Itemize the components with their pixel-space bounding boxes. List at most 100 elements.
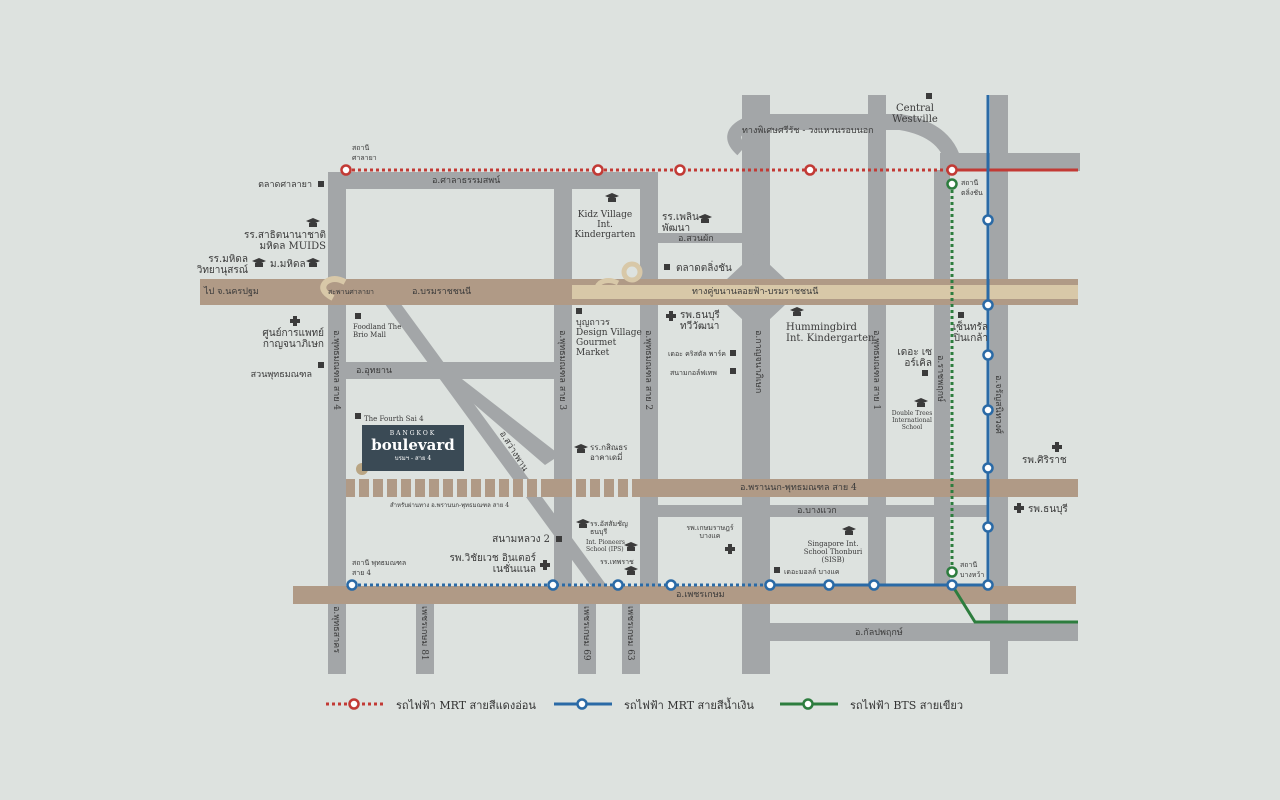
place-label: สนามกอล์ฟเทพ <box>670 369 717 377</box>
legend-label: รถไฟฟ้า BTS สายเขียว <box>850 699 964 712</box>
road-charan <box>990 95 1008 674</box>
mall-icon <box>355 313 361 319</box>
road-label: อ.อุทยาน <box>356 366 393 376</box>
road-label: ไป จ.นครปฐม <box>204 287 259 297</box>
mall-icon <box>922 370 928 376</box>
place-label: เซ็นทรัล ปิ่นเกล้า <box>952 322 988 344</box>
road-label: อ.สวนผัก <box>678 234 714 244</box>
golf-icon <box>730 368 736 374</box>
station-label: สถานี ตลิ่งชัน <box>961 179 983 197</box>
place-label: Foodland The Brio Mall <box>353 323 402 339</box>
hospital-icon <box>725 544 735 554</box>
place-label: Double Trees International School <box>891 410 933 431</box>
mall-icon <box>774 567 780 573</box>
road-label: เพชรเกษม 81 <box>419 606 429 661</box>
school-icon <box>306 218 320 228</box>
place-label: รร.เพลิน พัฒนา <box>662 212 699 234</box>
place-label: รร.อัสสัมชัญ ธนบุรี <box>590 520 628 536</box>
place-label: เดอะมอลล์ บางแค <box>784 568 840 576</box>
place-label: Central Westville <box>892 103 938 125</box>
place-label: Kidz Village Int. Kindergarten <box>574 210 636 240</box>
school-icon <box>790 307 804 317</box>
place-label: ศูนย์การแพทย์ กาญจนาภิเษก <box>262 328 324 350</box>
road-label: อ.บางแวก <box>797 506 837 516</box>
condo-icon <box>355 413 361 419</box>
legend-lines <box>326 698 838 710</box>
place-label: The Fourth Sai 4 <box>364 415 424 423</box>
school-icon <box>624 542 638 552</box>
place-label: Hummingbird Int. Kindergarten <box>786 322 875 344</box>
road-sala-thammasop <box>328 172 658 189</box>
market-icon <box>318 181 324 187</box>
road-kanlapaphruek <box>770 623 1078 641</box>
road-label: อ.พุทธมณฑล สาย 3 <box>557 330 567 411</box>
mall-icon <box>730 350 736 356</box>
road-label: อ.กาญจนาภิเษก <box>753 330 763 394</box>
road-label: อ.พุทธมณฑล สาย 2 <box>643 330 653 411</box>
road-label: อ.ราชพฤกษ์ <box>935 355 945 403</box>
brown-roads <box>200 261 1078 604</box>
road-ring-east <box>940 153 1080 171</box>
place-label: รร.สาธิตนานาชาติ มหิดล MUIDS <box>243 230 326 252</box>
road-label: ทางพิเศษศรีรัช - วงแหวนรอบนอก <box>742 126 874 136</box>
road-sammakon <box>658 233 743 243</box>
station-label: สถานี ศาลายา <box>352 144 377 162</box>
place-label: รร.กสิณธร อาคาเดมี่ <box>590 443 628 462</box>
place-label: เดอะ เซอร์เคิล <box>897 347 932 369</box>
logo-line1: BANGKOK <box>389 430 437 437</box>
park-icon <box>318 362 324 368</box>
road-label: อ.กัลปพฤกษ์ <box>855 628 903 638</box>
place-label: รพ.เกษมราษฎร์ บางแค <box>686 524 734 540</box>
place-label: Singapore Int. School Thonburi (SISB) <box>803 540 863 564</box>
market-icon <box>664 264 670 270</box>
place-label: รพ.ธนบุรี <box>1028 504 1068 515</box>
road-label: เพชรเกษม 69 <box>581 606 591 661</box>
road-phetkasem-63 <box>622 600 640 674</box>
school-icon <box>914 398 928 408</box>
station-label: สถานี บางหว้า <box>960 561 985 579</box>
road-phet-kasem <box>293 586 1076 604</box>
park-icon <box>556 536 562 542</box>
legend-label: รถไฟฟ้า MRT สายสีแดงอ่อน <box>396 699 536 712</box>
hospital-icon <box>666 311 676 321</box>
hospital-icon <box>1014 503 1024 513</box>
place-label: ม.มหิดล <box>270 259 306 270</box>
project-logo: BANGKOK boulevard บรมฯ - สาย 4 <box>362 425 464 471</box>
place-label: สำหรับผ่านทาง อ.พรานนก-พุทธมณฑล สาย 4 <box>390 502 510 509</box>
road-phutthamonthon-1 <box>868 95 886 595</box>
hospital-icon <box>540 560 550 570</box>
stations <box>340 164 994 591</box>
mall-icon <box>926 93 932 99</box>
place-label: สวนพุทธมณฑล <box>250 370 312 380</box>
place-label: รร.เทพราช <box>600 558 634 566</box>
road-label: เพชรเกษม 63 <box>625 606 635 661</box>
road-phetkasem-69 <box>578 600 596 674</box>
school-icon <box>605 193 619 203</box>
road-label: อ.พุทธสาคร <box>331 606 341 654</box>
boulevard-hatch <box>355 479 632 497</box>
logo-line2: boulevard <box>371 436 455 454</box>
road-label: อ.บรมราชชนนี <box>412 287 472 297</box>
place-label: รพ.วิชัยเวช อินเตอร์เนชั่นแนล <box>449 553 536 575</box>
school-icon <box>842 526 856 536</box>
station-label: สะพานศาลายา <box>328 288 374 296</box>
road-kanchanaphisek <box>742 95 770 674</box>
logo-line3: บรมฯ - สาย 4 <box>394 455 432 462</box>
school-icon <box>252 258 266 268</box>
road-label: อ.พรานนก-พุทธมณฑล สาย 4 <box>740 483 857 493</box>
legend-label: รถไฟฟ้า MRT สายสีน้ำเงิน <box>624 699 754 712</box>
place-label: รพ.ธนบุรี ทวีวัฒนา <box>680 310 720 332</box>
road-label: อ.ศาลาธรรมสพน์ <box>432 176 501 186</box>
school-icon <box>574 444 588 454</box>
place-label: Int. Pioneers School (IPS) <box>586 539 625 553</box>
school-icon <box>306 258 320 268</box>
road-phran-nok <box>346 479 1078 497</box>
hospital-icon <box>290 316 300 326</box>
school-icon <box>576 519 590 529</box>
place-label: ตลาดตลิ่งชัน <box>676 263 732 274</box>
gray-roads <box>328 95 1080 674</box>
road-label: อ.จรัญสนิทวงศ์ <box>993 375 1003 434</box>
bts-green-line <box>950 584 1078 624</box>
school-icon <box>624 566 638 576</box>
